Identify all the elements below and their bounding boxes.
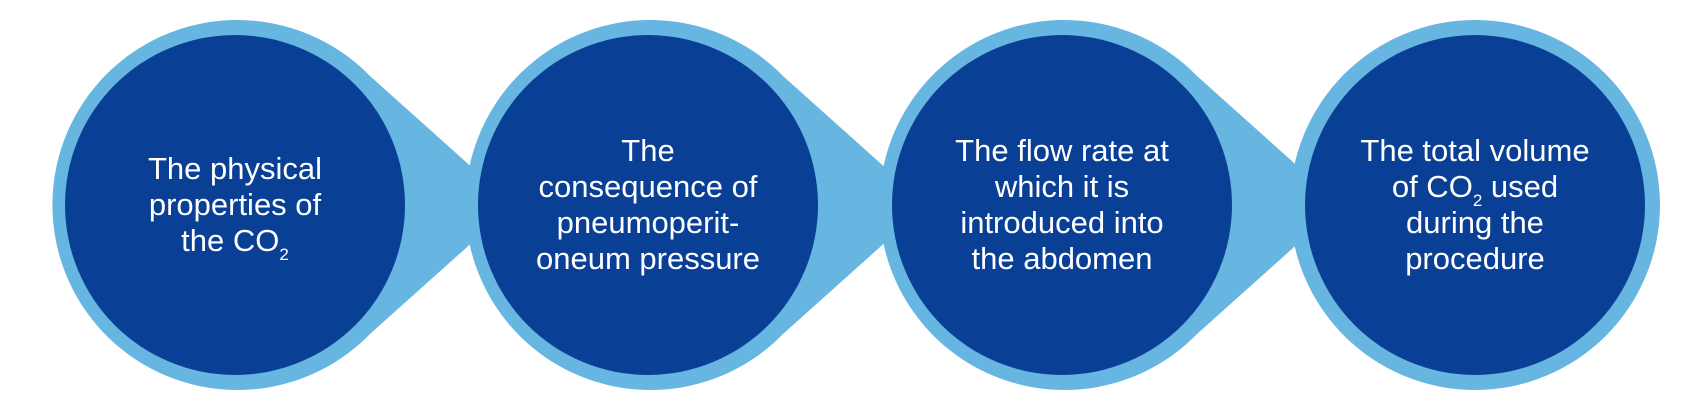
step-1-line-2: properties of: [148, 187, 322, 222]
step-4-line-2: of CO2 used: [1391, 169, 1559, 210]
step-4-line-4: procedure: [1405, 241, 1545, 276]
step-1-subscript: 2: [279, 245, 289, 264]
step-2-text: The consequence of pneumoperit- oneum pr…: [498, 55, 798, 355]
step-4-line-3: during the: [1406, 205, 1544, 240]
step-3-shape: [879, 19, 1341, 390]
step-2-line-3: pneumoperit-: [556, 205, 740, 240]
step-2-line-1: The: [621, 133, 675, 168]
step-3-line-1: The flow rate at: [955, 133, 1169, 168]
step-3-text: The flow rate at which it is introduced …: [912, 55, 1212, 355]
step-4-shape: [1290, 20, 1660, 390]
step-1-line-1: The physical: [147, 151, 323, 186]
step-1-line-3: the CO2: [181, 223, 289, 264]
step-4-subscript: 2: [1472, 191, 1483, 210]
step-3-line-2: which it is: [994, 169, 1130, 204]
step-3-line-4: the abdomen: [971, 241, 1153, 276]
step-2-shape: [465, 19, 927, 390]
step-1-shape: [52, 19, 515, 390]
step-2-line-4: oneum pressure: [535, 241, 760, 276]
step-4-line-1: The total volume: [1360, 133, 1590, 168]
step-4-text: The total volume of CO2 used during the …: [1325, 55, 1625, 355]
step-3-line-3: introduced into: [960, 205, 1164, 240]
step-1-text: The physical properties of the CO2: [85, 55, 385, 355]
step-2-line-2: consequence of: [538, 169, 758, 204]
